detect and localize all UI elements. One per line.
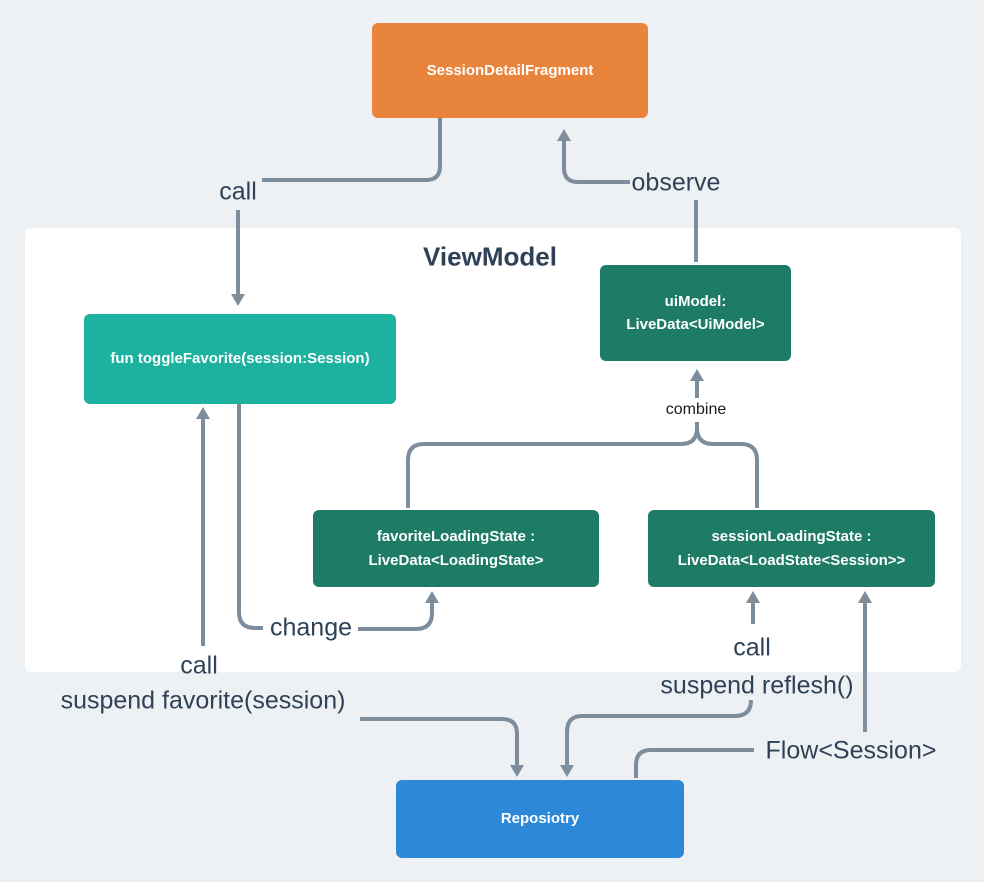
node-favorite-loading-state: favoriteLoadingState : LiveData<LoadingS… bbox=[313, 510, 599, 587]
node-repository: Reposiotry bbox=[396, 780, 684, 858]
edge-label-suspend-favorite: suspend favorite(session) bbox=[60, 686, 346, 715]
edge-label-call-bottom-right: call bbox=[733, 633, 771, 662]
edge-label-change: change bbox=[269, 613, 353, 642]
viewmodel-panel bbox=[25, 228, 961, 672]
edge-fragment-to-call bbox=[262, 118, 442, 182]
node-ui-model: uiModel: LiveData<UiModel> bbox=[600, 265, 791, 361]
edge-repository-to-flowsession bbox=[634, 748, 754, 778]
edge-label-combine: combine bbox=[665, 401, 727, 418]
edge-label-call-bottom-left: call bbox=[180, 651, 218, 680]
edge-label-call-top: call bbox=[219, 177, 257, 206]
node-toggle-favorite: fun toggleFavorite(session:Session) bbox=[84, 314, 396, 404]
edge-label-observe: observe bbox=[631, 168, 721, 197]
edge-suspendreflesh-to-repository bbox=[560, 699, 753, 777]
viewmodel-panel-title: ViewModel bbox=[423, 241, 557, 272]
edge-observe-to-fragment bbox=[557, 129, 630, 184]
node-session-loading-state: sessionLoadingState : LiveData<LoadState… bbox=[648, 510, 935, 587]
edge-label-suspend-reflesh: suspend reflesh() bbox=[660, 671, 854, 700]
edge-label-flow-session: Flow<Session> bbox=[765, 736, 937, 765]
node-session-detail-fragment: SessionDetailFragment bbox=[372, 23, 648, 118]
edge-suspendfavorite-to-repository bbox=[360, 717, 524, 777]
